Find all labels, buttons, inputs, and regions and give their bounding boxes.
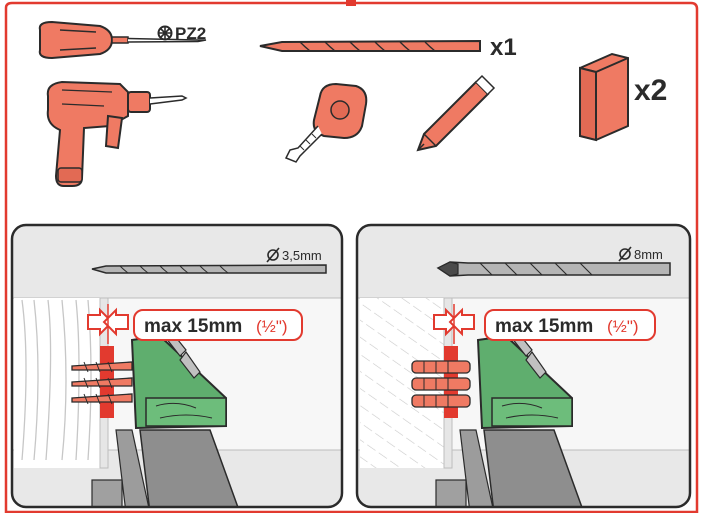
wall-plugs — [411, 360, 471, 408]
wood-max-callout: max 15mm (½") — [87, 304, 303, 344]
wood-callout-main: max 15mm — [144, 316, 242, 337]
wood-callout-fraction: (½") — [256, 317, 288, 336]
spacer-block-quantity: x2 — [634, 74, 667, 107]
wood-bit-diameter: 3,5mm — [282, 248, 322, 263]
pencil-icon — [416, 74, 496, 152]
phillips-icon — [157, 25, 173, 41]
power-drill-icon — [46, 80, 188, 187]
drill-bit-icon — [259, 39, 481, 52]
wood-screws — [71, 361, 133, 405]
masonry-drill-bit-icon — [436, 261, 671, 277]
masonry-max-callout: max 15mm (½") — [433, 304, 656, 344]
spacer-block-icon — [579, 52, 629, 142]
masonry-callout-main: max 15mm — [495, 316, 593, 337]
wood-drill-bit-icon — [91, 264, 327, 274]
masonry-bit-diameter: 8mm — [634, 247, 663, 262]
tape-measure-icon — [284, 82, 368, 163]
screwdriver-icon — [38, 20, 207, 60]
drill-bit-quantity: x1 — [490, 34, 517, 61]
frame-tab — [346, 0, 356, 6]
panel-wood: 3,5mm max 15mm (½") — [10, 223, 344, 509]
screwdriver-bit-label: PZ2 — [175, 24, 206, 43]
diameter-icon-2 — [618, 246, 632, 262]
outer-frame — [4, 1, 699, 514]
diameter-icon — [266, 247, 280, 263]
masonry-callout-fraction: (½") — [607, 317, 639, 336]
panel-masonry: 8mm max 15mm (½") — [355, 223, 692, 509]
